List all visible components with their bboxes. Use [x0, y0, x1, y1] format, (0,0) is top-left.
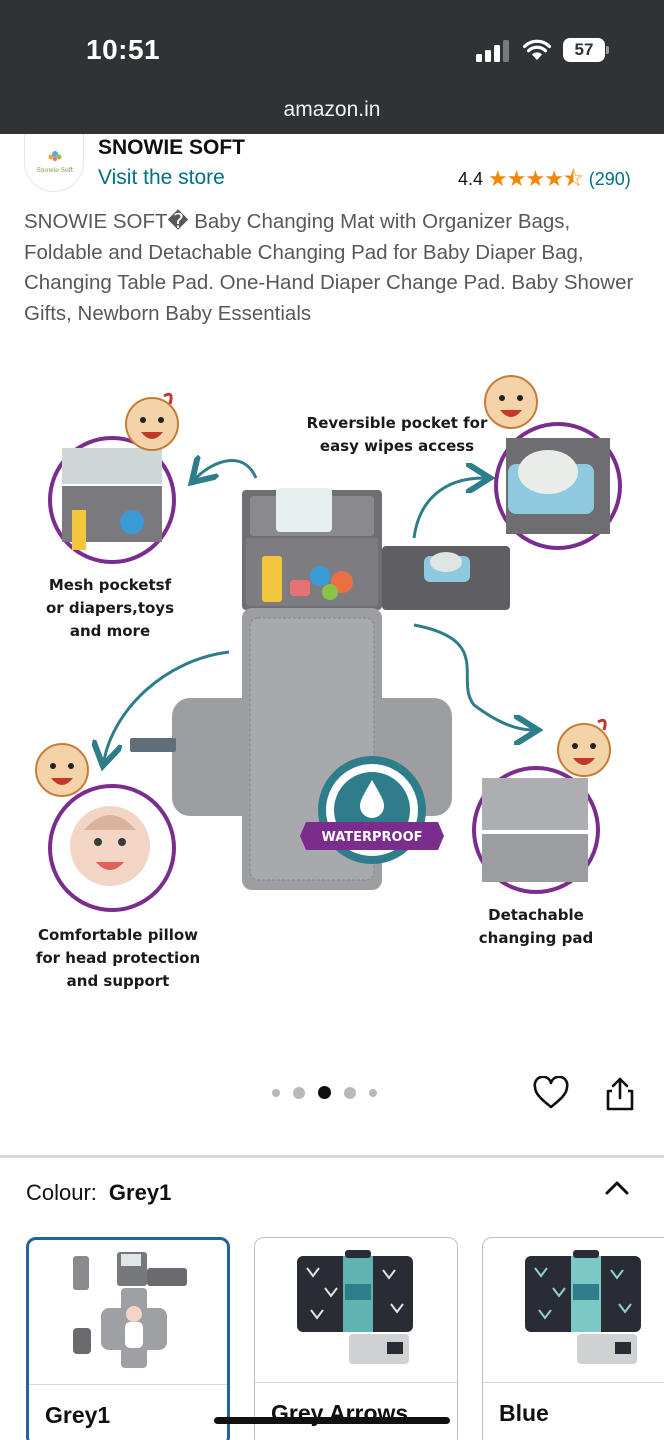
- callout-line: Detachable: [488, 906, 584, 924]
- home-indicator[interactable]: [214, 1417, 450, 1424]
- swatch-thumbnail: [73, 1252, 187, 1368]
- product-image[interactable]: WATERPROOF Reversible pocket for easy wi…: [24, 360, 640, 1020]
- status-time: 10:51: [86, 34, 161, 65]
- chevron-up-icon[interactable]: [604, 1178, 630, 1198]
- store-name: SNOWIE SOFT: [98, 136, 245, 159]
- callout-line: for head protection: [35, 949, 201, 967]
- callout-line: changing pad: [478, 929, 594, 947]
- carousel-dot[interactable]: [344, 1086, 356, 1099]
- carousel-dot-active[interactable]: [318, 1086, 331, 1099]
- colour-option-grey-arrows[interactable]: Grey Arrows: [254, 1237, 458, 1440]
- callout-line: Comfortable pillow: [37, 926, 199, 944]
- callout-line: and support: [66, 972, 170, 990]
- colour-selector[interactable]: Colour: Grey1: [26, 1180, 171, 1206]
- mascot: [35, 375, 611, 797]
- swatch-separator: [29, 1384, 227, 1385]
- colour-option-grey1[interactable]: Grey1: [26, 1237, 230, 1440]
- colour-option-label: Blue: [499, 1400, 549, 1426]
- review-count[interactable]: (290): [588, 168, 631, 189]
- heart-icon[interactable]: [533, 1076, 569, 1110]
- rating-summary[interactable]: 4.4 ★★★★⯪ (290): [458, 168, 631, 190]
- colour-option-label: Grey1: [45, 1402, 111, 1428]
- store-logo[interactable]: Snowie Soft: [24, 134, 84, 192]
- svg-text:Snowie Soft: Snowie Soft: [37, 167, 74, 174]
- colour-selected-value: Grey1: [108, 1180, 172, 1205]
- carousel-dot[interactable]: [293, 1086, 305, 1099]
- share-icon[interactable]: [604, 1076, 636, 1112]
- battery-cap: [606, 46, 609, 54]
- rating-value: 4.4: [458, 168, 484, 189]
- callout-line: or diapers,toys: [45, 599, 175, 617]
- status-bar: 10:51 57 amazon.in: [0, 0, 664, 134]
- wifi-icon: [522, 39, 552, 60]
- colour-label: Colour:: [26, 1180, 97, 1205]
- battery-icon: 57: [563, 38, 605, 62]
- callout-line: Reversible pocket for: [306, 414, 488, 432]
- address-url[interactable]: amazon.in: [283, 98, 381, 121]
- callout-pillow: Comfortable pillow for head protection a…: [28, 924, 208, 993]
- callout-line: easy wipes access: [319, 437, 475, 455]
- product-title: SNOWIE SOFT� Baby Changing Mat with Orga…: [24, 210, 634, 325]
- carousel-dot[interactable]: [369, 1088, 377, 1097]
- callout-reversible: Reversible pocket for easy wipes access: [302, 412, 492, 458]
- callout-mesh: Mesh pocketsf or diapers,toys and more: [30, 574, 190, 643]
- callout-line: Mesh pocketsf: [48, 576, 172, 594]
- callout-detachable: Detachable changing pad: [462, 904, 610, 950]
- carousel-dot[interactable]: [272, 1088, 280, 1097]
- signal-icon: [476, 40, 510, 62]
- product-illustration: WATERPROOF: [35, 375, 622, 912]
- visit-store-link[interactable]: Visit the store: [98, 166, 225, 189]
- section-divider: [0, 1155, 664, 1158]
- swatch-separator: [483, 1382, 664, 1383]
- colour-option-blue[interactable]: Blue: [482, 1237, 664, 1440]
- swatch-thumbnail: [297, 1250, 413, 1364]
- swatch-separator: [255, 1382, 457, 1383]
- svg-text:WATERPROOF: WATERPROOF: [321, 830, 422, 845]
- carousel-dots[interactable]: [272, 1086, 377, 1099]
- callout-line: and more: [69, 622, 151, 640]
- star-icon: ★★★★⯪: [488, 166, 584, 191]
- swatch-thumbnail: [525, 1250, 641, 1364]
